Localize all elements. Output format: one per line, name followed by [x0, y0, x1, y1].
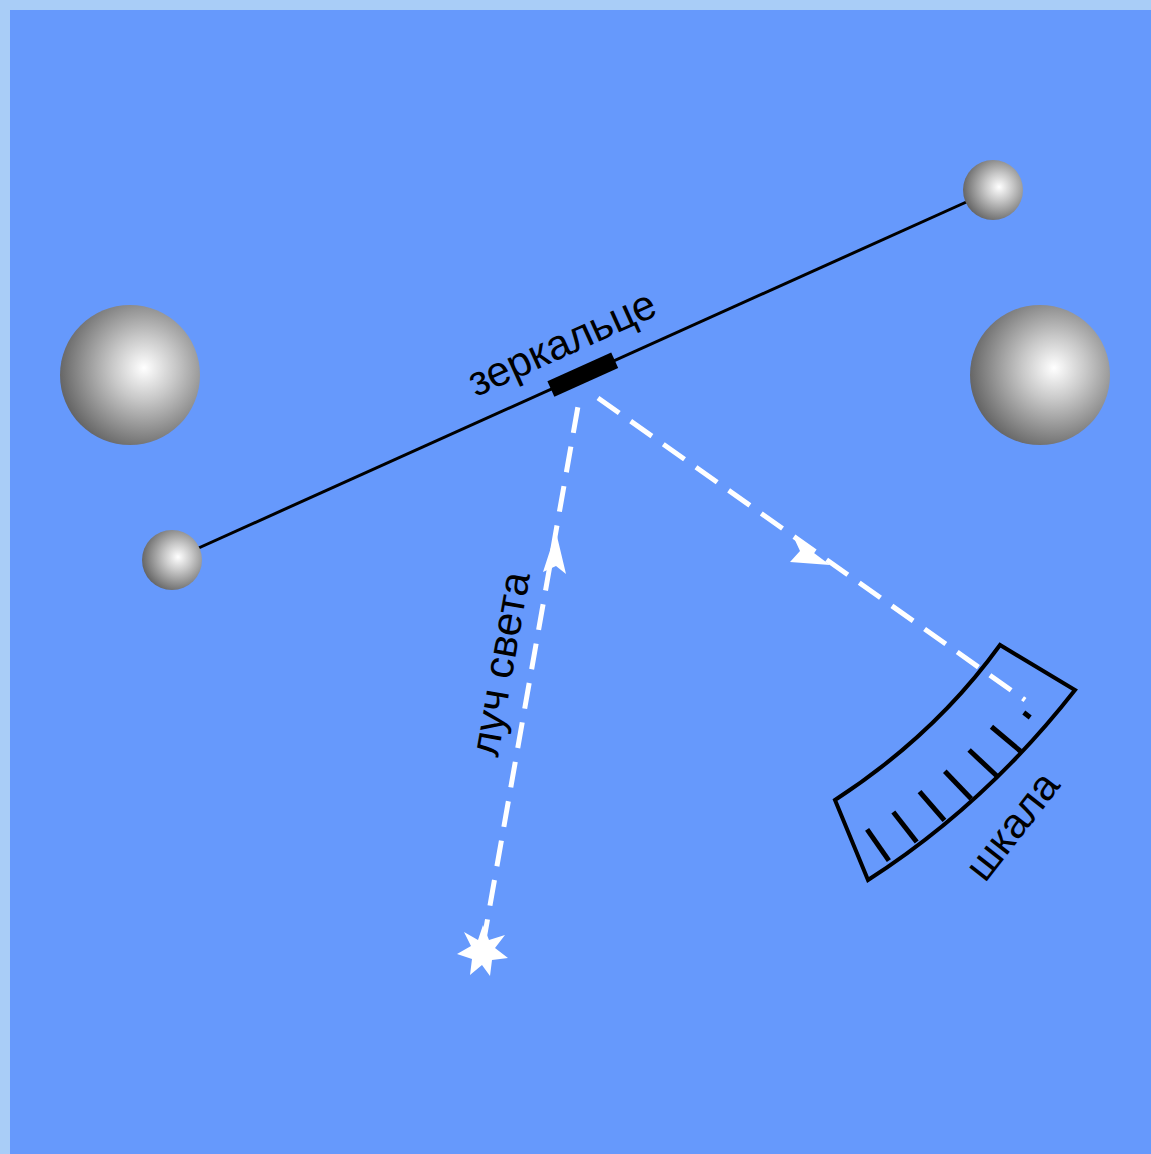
scale-tick	[969, 750, 997, 776]
torsion-rod	[172, 190, 993, 560]
scale-tick	[991, 727, 1020, 751]
arrowhead	[543, 532, 566, 574]
scale	[835, 645, 1075, 880]
small-ball	[142, 530, 202, 590]
arrowhead	[790, 538, 830, 565]
scale-tick	[867, 829, 889, 860]
scale-tick	[1024, 713, 1030, 718]
light-source	[457, 925, 508, 976]
scale-tick	[893, 812, 916, 842]
scale-tick	[920, 792, 945, 821]
large-ball	[970, 305, 1110, 445]
scale-tick	[945, 771, 971, 798]
small-ball	[963, 160, 1023, 220]
reflected-ray	[598, 398, 1025, 700]
background	[10, 10, 1151, 1154]
large-ball	[60, 305, 200, 445]
